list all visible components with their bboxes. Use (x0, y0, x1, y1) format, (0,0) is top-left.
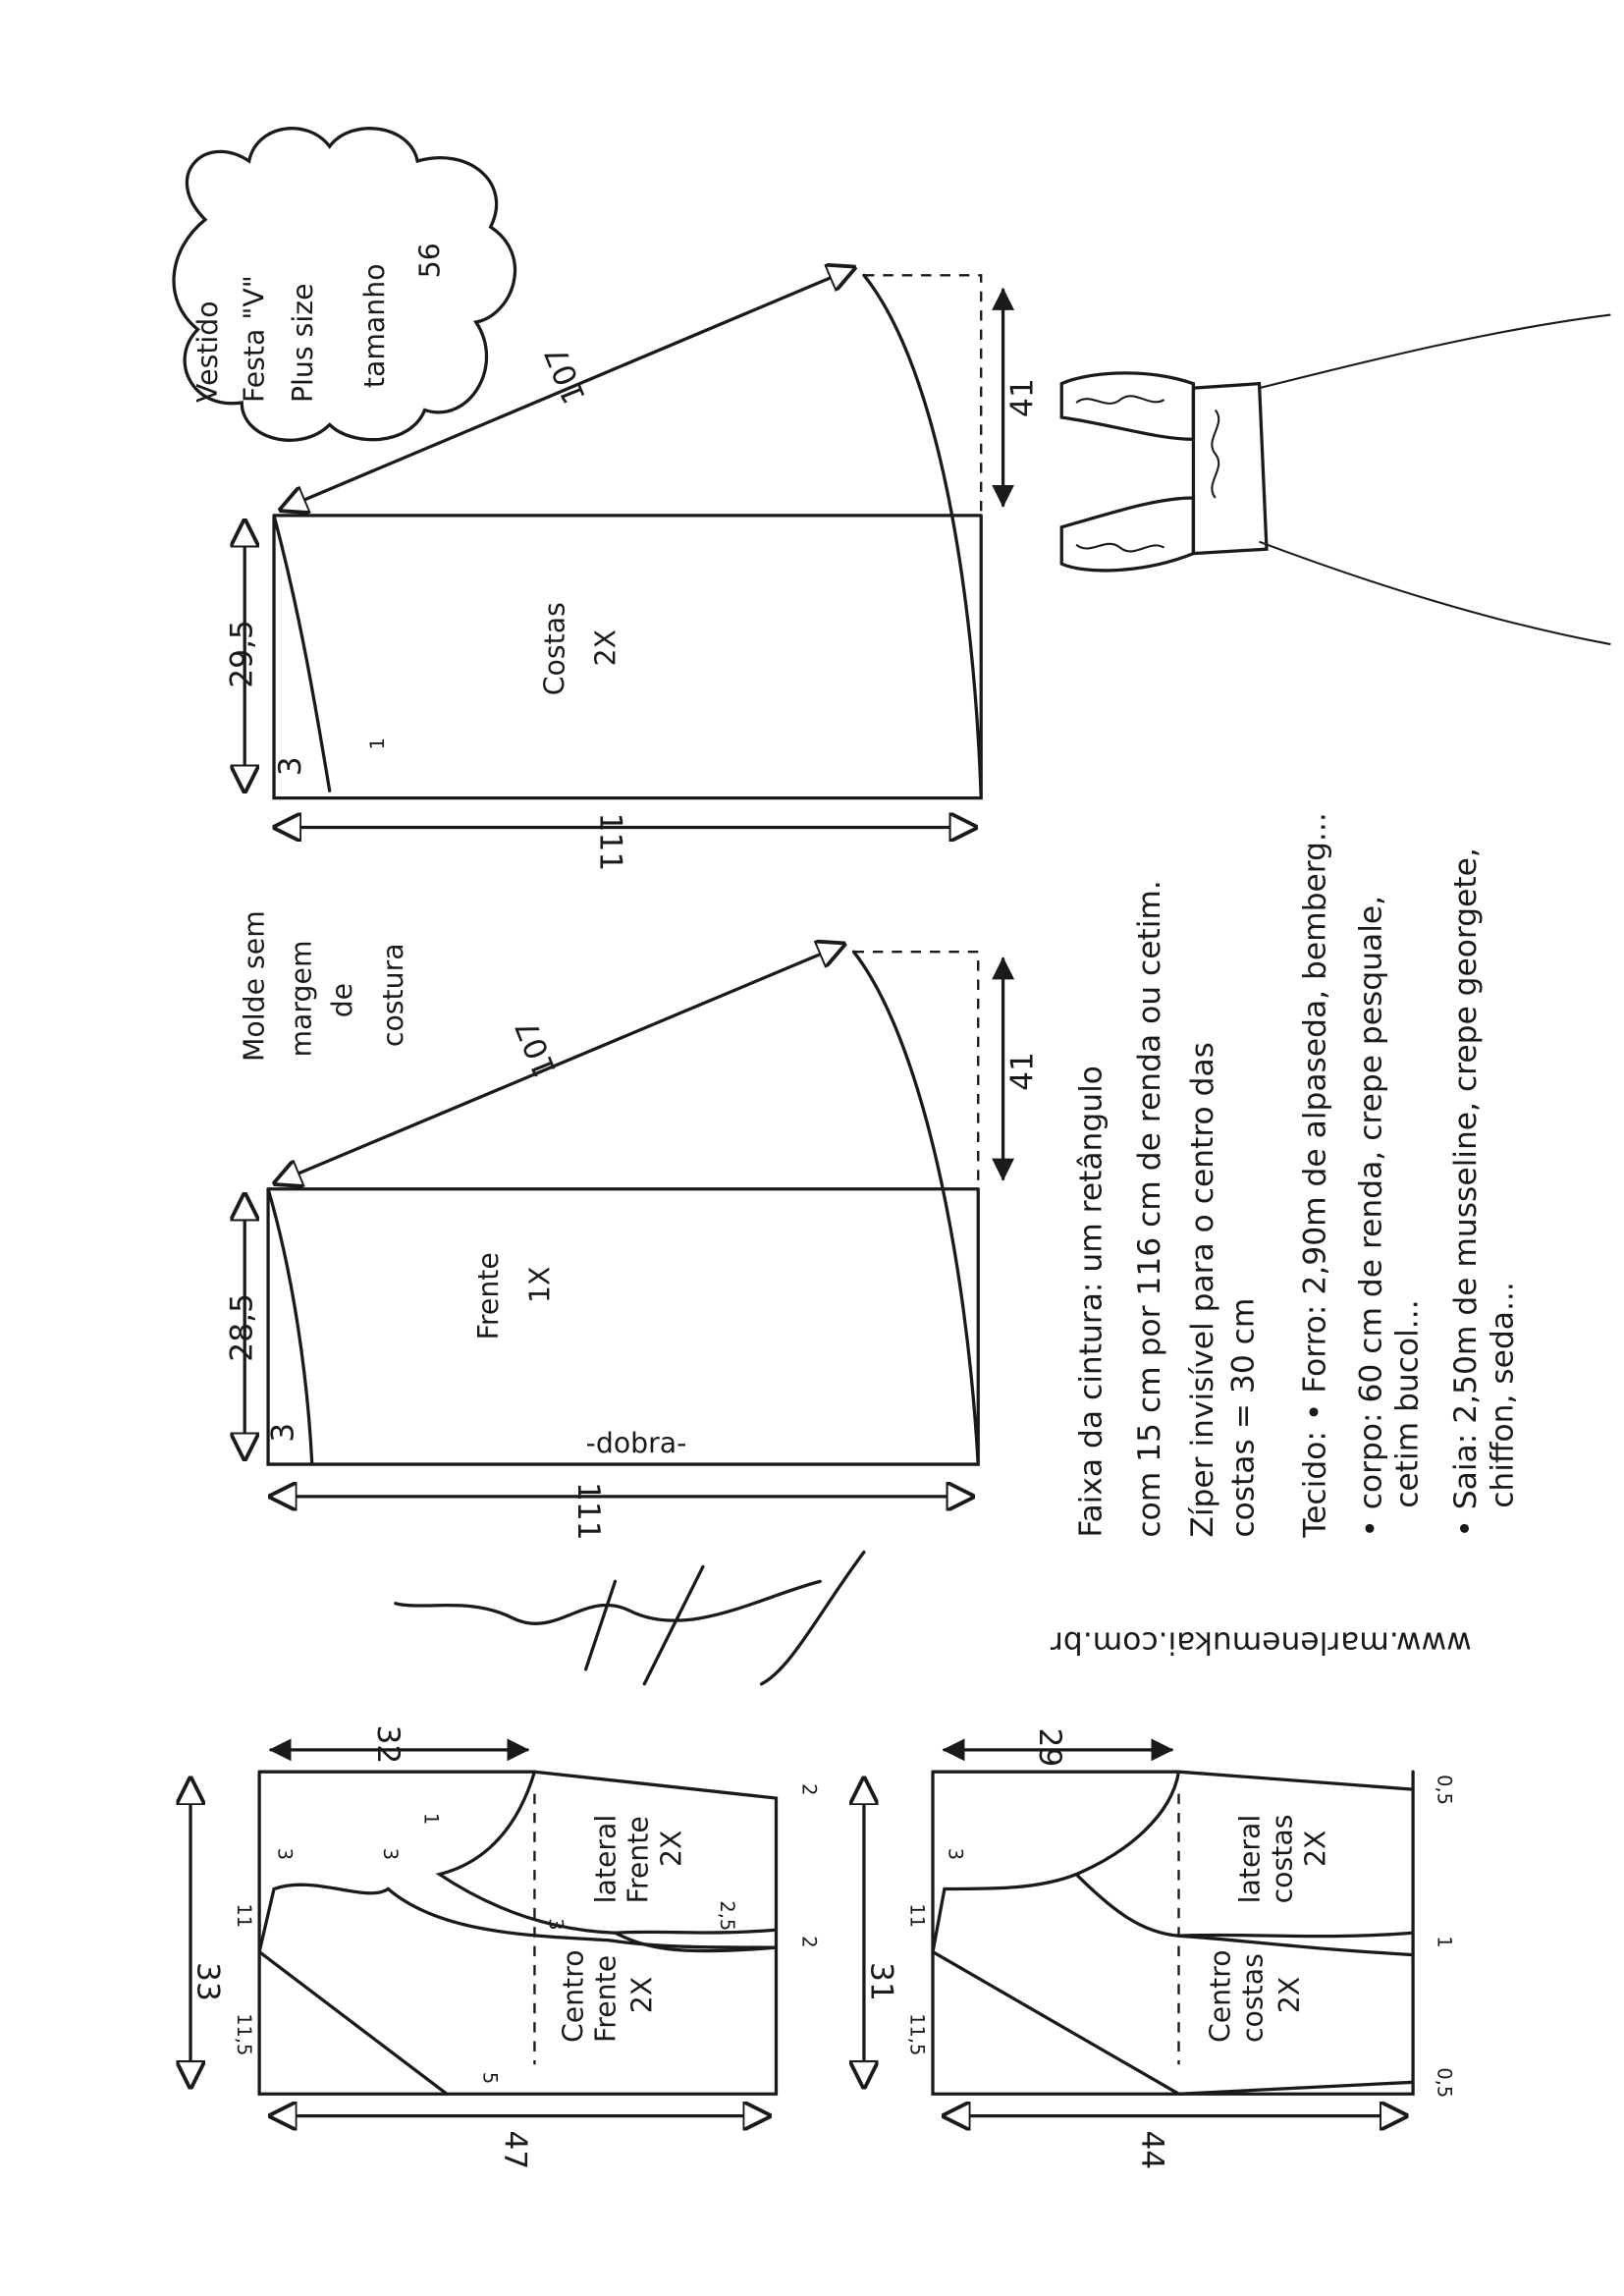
center-label: Frente (589, 1955, 622, 2043)
title-line: Festa "V" (239, 275, 271, 403)
note-line: Faixa da cintura: um retângulo (1073, 1066, 1109, 1538)
dim-a: 3 (274, 1848, 297, 1860)
dim-top: 32 (370, 1724, 406, 1764)
bodice-back-piece: 31 29 44 11 11,5 3 0,5 1 0,5 Centro cost… (863, 1727, 1455, 2169)
dim-waist: 28,5 (225, 1293, 260, 1362)
side-label: lateral (1234, 1815, 1267, 1904)
piece-count: 1X (523, 1267, 556, 1303)
dress-illustration (1059, 313, 1611, 646)
note-line: de (326, 983, 358, 1017)
piece-count: 2X (589, 629, 622, 666)
note-line: cetim bucol... (1390, 1299, 1426, 1507)
title-line: tamanho (358, 263, 391, 388)
title-line: 56 (414, 243, 447, 278)
website-text: www.marlenemukai.com.br (1051, 1625, 1472, 1661)
center-label: Centro (558, 1949, 590, 2043)
dim-length: 111 (593, 813, 628, 872)
dim-c: 1 (1433, 1936, 1455, 1947)
dim-c: 1 (420, 1813, 443, 1825)
note-line: • Saia: 2,50m de musseline, crepe george… (1448, 847, 1484, 1537)
center-label: Centro (1205, 1949, 1237, 2043)
side-label: 2X (656, 1831, 688, 1867)
dim-shoulder: 11 (233, 1903, 255, 1928)
note-line: Zíper invisível para o centro das (1185, 1042, 1220, 1538)
dim-bottom: 44 (1134, 2131, 1169, 2170)
dim-f: 5 (478, 2072, 501, 2084)
dim-top: 29 (1032, 1727, 1067, 1767)
note-line: margem (285, 940, 317, 1057)
dim-neck: 11,5 (233, 2013, 255, 2055)
dim-offset: 3 (265, 1423, 300, 1443)
dim-diagonal: 107 (509, 1014, 564, 1082)
piece-label: Costas (538, 602, 570, 695)
side-label: 2X (1300, 1831, 1332, 1867)
title-line: Plus size (287, 283, 319, 403)
pattern-note: Molde sem margem de costura (239, 910, 410, 1062)
center-label: costas (1237, 1953, 1270, 2043)
center-label: 2X (626, 1977, 659, 2013)
dim-b: 0,5 (1433, 1775, 1455, 1805)
skirt-front-piece: 107 41 28,5 3 111 -dobra- Frente 1X (225, 945, 1040, 1541)
note-line: costas = 30 cm (1226, 1298, 1262, 1538)
note-line: Tecido: • Forro: 2,90m de alpaseda, bemb… (1298, 812, 1333, 1538)
center-label: 2X (1273, 1977, 1306, 2013)
dim-bottom: 47 (498, 2131, 533, 2170)
signature (394, 1550, 866, 1686)
dim-h: 2 (797, 1936, 820, 1947)
bodice-front-piece: 33 32 47 11 11,5 3 3 1 3 2,5 5 2 2 Centr… (189, 1724, 820, 2169)
note-line: chiffon, seda... (1485, 1282, 1520, 1508)
note-line: costura (377, 943, 409, 1047)
dim-length: 111 (570, 1482, 606, 1541)
dim-height: 31 (863, 1962, 898, 2001)
dim-a: 3 (944, 1848, 966, 1860)
dim-waist: 29,5 (225, 620, 260, 688)
dim-e: 2,5 (716, 1900, 738, 1931)
title-line: Vestido (191, 301, 224, 403)
dim-shoulder: 11 (906, 1903, 929, 1928)
fold-label: -dobra- (586, 1427, 687, 1459)
dim-b: 3 (379, 1848, 402, 1860)
dim-g: 2 (797, 1783, 820, 1795)
dim-small: 1 (366, 738, 389, 749)
dim-side: 41 (1004, 378, 1040, 417)
side-label: lateral (589, 1815, 622, 1904)
side-label: Frente (622, 1816, 654, 1903)
title-cloud: Vestido Festa "V" Plus size tamanho 56 (172, 127, 517, 442)
dim-d: 3 (544, 1918, 567, 1930)
piece-label: Frente (472, 1252, 505, 1339)
skirt-back-piece: 107 41 29,5 3 1 111 Costas 2X (225, 268, 1040, 872)
note-line: com 15 cm por 116 cm de renda ou cetim. (1132, 880, 1167, 1538)
dim-neck: 11,5 (906, 2013, 929, 2055)
note-line: • corpo: 60 cm de renda, crepe pesquale, (1353, 896, 1388, 1538)
side-label: costas (1266, 1814, 1298, 1903)
dim-offset: 3 (273, 756, 308, 776)
dim-d: 0,5 (1433, 2067, 1455, 2098)
notes-block: Faixa da cintura: um retângulo com 15 cm… (1073, 812, 1520, 1538)
note-line: Molde sem (239, 910, 271, 1062)
dim-height: 33 (189, 1962, 225, 2001)
dim-side: 41 (1004, 1052, 1040, 1091)
